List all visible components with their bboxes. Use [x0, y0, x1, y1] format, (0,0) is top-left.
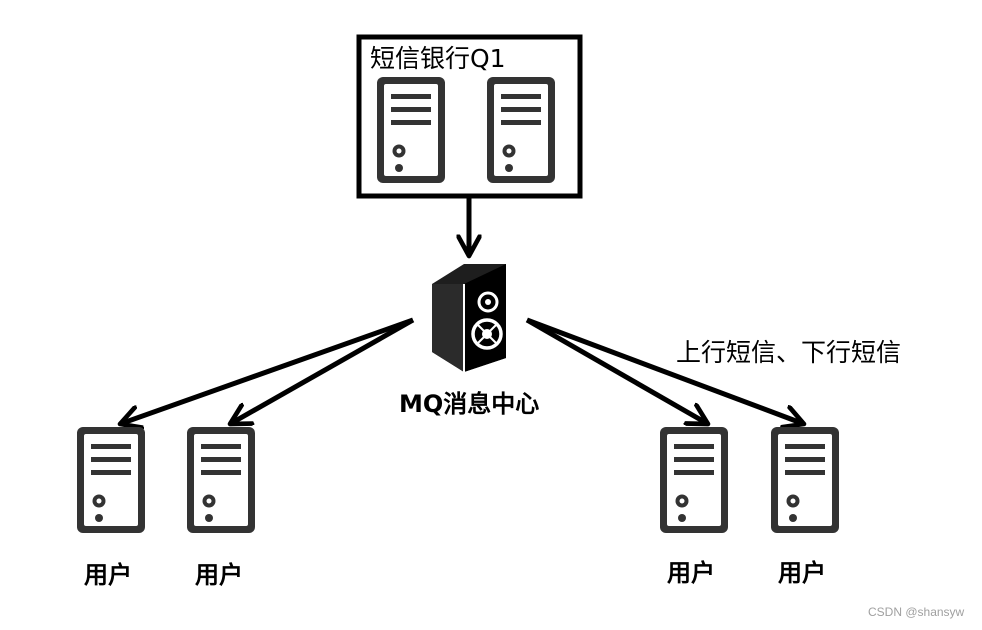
user-label: 用户	[195, 561, 243, 589]
user-server-1-icon	[77, 427, 145, 533]
cluster-server-left-icon	[377, 77, 445, 183]
arrow-mq-to-user-3	[525, 317, 708, 424]
user-server-2-icon	[187, 427, 255, 533]
watermark: CSDN @shansyw	[868, 605, 965, 619]
arrow-mq-to-user-1	[120, 317, 414, 424]
edge-label: 上行短信、下行短信	[676, 338, 902, 367]
user-server-4-icon	[771, 427, 839, 533]
mq-label: MQ消息中心	[399, 390, 540, 418]
cluster-server-right-icon	[487, 77, 555, 183]
mq-speaker-icon	[432, 264, 506, 372]
user-server-3-icon	[660, 427, 728, 533]
cluster-box	[356, 34, 583, 199]
cluster-title: 短信银行Q1	[370, 44, 506, 73]
user-label: 用户	[778, 559, 826, 587]
arrow-mq-to-user-2	[230, 317, 415, 424]
arrow-mq-to-user-4	[526, 317, 804, 424]
user-label: 用户	[667, 559, 715, 587]
user-label: 用户	[84, 561, 132, 589]
